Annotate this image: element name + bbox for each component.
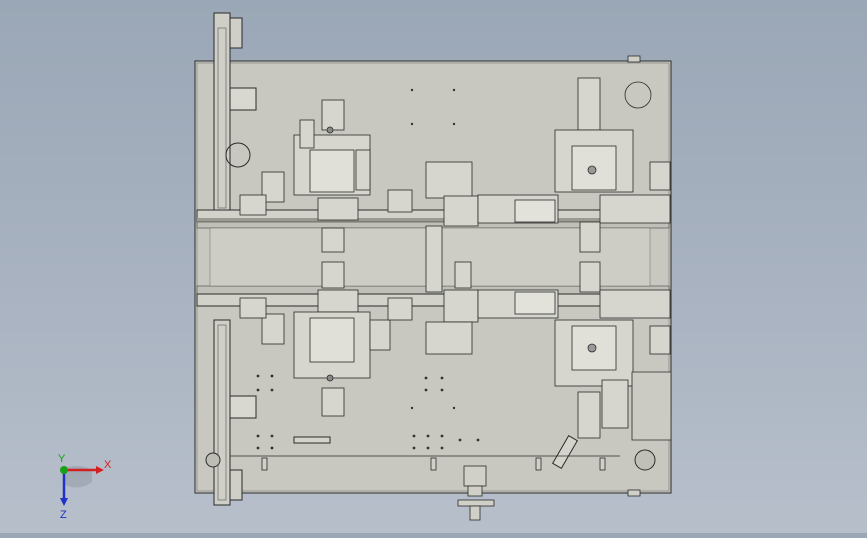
x-axis-arrow-icon — [96, 466, 104, 474]
z-axis-arrow-icon — [60, 498, 68, 506]
module-bottom-right — [554, 261, 671, 439]
x-axis-label: X — [104, 459, 112, 471]
module-top-left — [239, 99, 371, 253]
hole-pattern — [256, 88, 480, 450]
module-center — [387, 161, 559, 355]
z-axis-label: Z — [60, 509, 67, 521]
y-axis-label: Y — [58, 453, 66, 465]
module-top-right — [554, 77, 671, 253]
triad-shadow — [62, 465, 92, 488]
bottom-connector — [457, 465, 495, 521]
left-rail — [205, 12, 257, 506]
slanted-pin — [551, 434, 579, 470]
bottom-pins — [261, 55, 641, 497]
module-bottom-left — [239, 261, 391, 417]
right-bracket — [631, 371, 672, 441]
view-orientation-triad[interactable]: X Y Z — [48, 452, 128, 522]
y-axis-dot-icon — [60, 466, 68, 474]
